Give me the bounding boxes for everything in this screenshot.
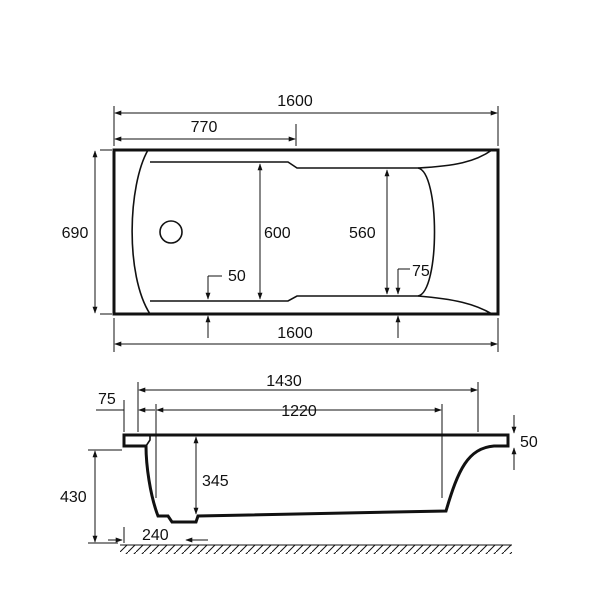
floor-hatch (120, 545, 512, 554)
dim-label-430: 430 (60, 489, 87, 506)
inner-basin-outline (150, 161, 436, 302)
dim-label-600: 600 (264, 225, 291, 242)
dim-label-75-plan: 75 (412, 263, 430, 280)
dim-label-1600-top: 1600 (277, 93, 313, 110)
dim-label-690: 690 (62, 225, 89, 242)
top-view: 1600 770 690 600 560 50 75 1600 (62, 93, 500, 352)
dim-label-240: 240 (142, 527, 169, 544)
right-lower-curve (417, 295, 493, 315)
dim-label-1600-bottom: 1600 (277, 325, 313, 342)
side-view: 1430 1220 75 50 430 345 240 (60, 373, 538, 554)
dim-label-1220: 1220 (281, 403, 317, 420)
left-backrest-curve (131, 149, 151, 315)
waste-outlet (159, 220, 183, 244)
dim-label-75-side: 75 (98, 391, 116, 408)
rim-detail-left (145, 436, 151, 447)
dim-label-50-plan: 50 (228, 268, 246, 285)
tub-outline-plan (112, 148, 500, 316)
tub-profile-elevation (122, 433, 510, 524)
dim-label-770: 770 (191, 119, 218, 136)
dim-label-560: 560 (349, 225, 376, 242)
right-upper-curve (417, 149, 493, 169)
dim-label-345: 345 (202, 473, 229, 490)
dim-label-1430: 1430 (266, 373, 302, 390)
dim-label-50-side: 50 (520, 434, 538, 451)
